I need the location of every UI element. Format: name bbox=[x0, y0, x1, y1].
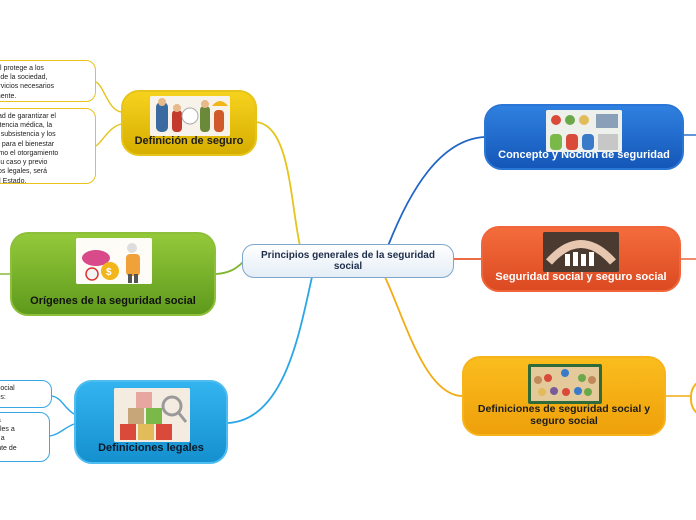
topic-definiciones-legales-label: Definiciones legales bbox=[98, 442, 204, 455]
topic-seguridad-social[interactable]: Seguridad social y seguro social bbox=[481, 226, 681, 292]
note-seguro-1: cial protege a los es de la sociedad, se… bbox=[0, 60, 96, 102]
elderly-money-icon: $ bbox=[76, 238, 152, 284]
note-legales-2: o a ciales a de a rante de os. bbox=[0, 412, 50, 462]
link-to-origenes bbox=[215, 261, 244, 275]
link-seguro-note-1 bbox=[95, 81, 122, 113]
protecting-hands-icon bbox=[543, 232, 619, 272]
note-seguro-2: lidad de garantizar el sistencia médica,… bbox=[0, 108, 96, 185]
insurance-people-icon bbox=[150, 96, 230, 136]
topic-definiciones-seguridad-social[interactable]: Definiciones de seguridad social y segur… bbox=[462, 356, 666, 436]
topic-origenes[interactable]: $ Orígenes de la seguridad social bbox=[10, 232, 216, 316]
link-to-definicion-seguro bbox=[255, 121, 301, 247]
topic-definicion-seguro[interactable]: Definición de seguro bbox=[121, 90, 257, 156]
alphabet-blocks-icon bbox=[114, 388, 190, 442]
topic-seguridad-social-label: Seguridad social y seguro social bbox=[495, 271, 667, 284]
topic-definiciones-legales[interactable]: Definiciones legales bbox=[74, 380, 228, 464]
group-of-people-icon bbox=[528, 364, 602, 404]
topic-definicion-seguro-label: Definición de seguro bbox=[134, 135, 244, 148]
topic-concepto[interactable]: Concepto y Noción de seguridad bbox=[484, 104, 684, 170]
link-to-concepto bbox=[387, 136, 485, 247]
central-topic[interactable]: Principios generales de la seguridad soc… bbox=[242, 244, 454, 278]
link-to-definiciones-legales bbox=[227, 276, 313, 424]
central-topic-label: Principios generales de la seguridad soc… bbox=[261, 249, 435, 273]
link-to-definiciones-ss bbox=[384, 276, 463, 397]
link-legales-note-2 bbox=[49, 423, 75, 437]
topic-concepto-label: Concepto y Noción de seguridad bbox=[498, 149, 670, 162]
people-illustration-icon bbox=[546, 110, 622, 152]
note-legales-1: d social ales: bbox=[0, 380, 52, 408]
svg-text:$: $ bbox=[106, 267, 112, 278]
topic-origenes-label: Orígenes de la seguridad social bbox=[30, 295, 196, 308]
link-legales-note-1 bbox=[51, 395, 75, 415]
link-seguro-note-2 bbox=[95, 123, 122, 147]
topic-definiciones-seguridad-social-label: Definiciones de seguridad social y segur… bbox=[477, 402, 651, 427]
